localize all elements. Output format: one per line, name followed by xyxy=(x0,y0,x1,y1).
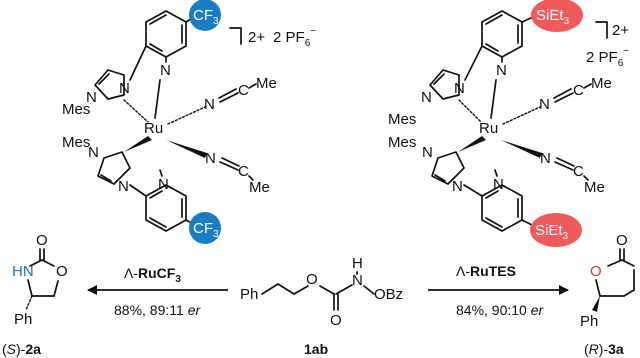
ru-right: Ru xyxy=(479,120,498,137)
n-mecn-bottom: N xyxy=(205,150,216,167)
n-mecn-bottom-right: N xyxy=(540,150,551,167)
n-imid-bottom-left-2: N xyxy=(422,144,433,161)
ru-left: Ru xyxy=(144,120,163,137)
sitet3-label-top: SiEt3 xyxy=(536,7,570,27)
n-imid-top-right: N xyxy=(119,80,130,97)
charge-left: 2+ xyxy=(248,29,265,46)
label-3a: (R)-3a xyxy=(584,341,624,357)
h-substrate: H xyxy=(352,255,363,272)
n-pyridine-bottom-right: N xyxy=(493,176,504,193)
n-mecn-top-right: N xyxy=(539,96,550,113)
right-complex: SiEt3 N N N Mes Ru N C Me N C Me Mes N N xyxy=(388,0,629,247)
cf3-label-top: CF3 xyxy=(193,7,219,27)
c-mecn-top-right: C xyxy=(573,82,584,99)
me-mecn-top: Me xyxy=(256,75,277,92)
n-imid-bottom-left: N xyxy=(88,144,99,161)
n-imid-top-left-2: N xyxy=(421,89,432,106)
sitet3-circle-top xyxy=(531,0,583,32)
n-imid-top-left: N xyxy=(86,89,97,106)
n-pyridine-top-right: N xyxy=(496,62,507,79)
product-right: O O Ph (R)-3a xyxy=(580,232,635,357)
o-top-left: O xyxy=(36,232,48,249)
me-mecn-top-right: Me xyxy=(591,75,612,92)
left-complex: CF3 N N N Mes Ru N C Me N C Me Mes N xyxy=(62,0,316,244)
o-ring-right: O xyxy=(590,263,602,280)
n-substrate: N xyxy=(352,272,363,289)
ph-substrate: Ph xyxy=(240,286,258,303)
yield-left: 88%, 89:11 er xyxy=(114,302,201,318)
c-mecn-top: C xyxy=(238,82,249,99)
counterion-right: 2 PF6− xyxy=(586,46,629,69)
o-ester-substrate: O xyxy=(306,271,318,288)
sitet3-circle-bottom xyxy=(530,213,582,247)
obz-substrate: OBz xyxy=(374,286,403,303)
cf3-circle-top xyxy=(189,0,221,31)
n-imid-top-right-2: N xyxy=(454,80,465,97)
sitet3-label-bottom: SiEt3 xyxy=(535,222,569,242)
o-top-right: O xyxy=(616,232,628,249)
n-pyridine-bottom: N xyxy=(158,176,169,193)
mes-top-left: Mes xyxy=(62,101,90,118)
mes-bottom-left: Mes xyxy=(62,134,90,151)
o-ring-left: O xyxy=(56,263,68,280)
ph-right: Ph xyxy=(580,313,598,330)
o-carbonyl-substrate: O xyxy=(330,312,342,329)
c-mecn-bottom: C xyxy=(238,163,249,180)
n-pyridine-top: N xyxy=(160,62,171,79)
yield-right: 84%, 90:10 er xyxy=(456,302,545,318)
catalyst-right: Λ-RuTES xyxy=(456,263,516,279)
label-1ab: 1ab xyxy=(304,341,328,357)
catalyst-left: Λ-RuCF3 xyxy=(124,265,181,285)
charge-right: 2+ xyxy=(612,22,629,39)
me-mecn-bottom-right: Me xyxy=(584,179,605,196)
mes-top-right: Mes xyxy=(388,111,416,128)
c-mecn-bottom-right: C xyxy=(573,163,584,180)
mes-bottom-right: Mes xyxy=(388,134,416,151)
ph-left: Ph xyxy=(14,311,32,328)
right-arrow-group: Λ-RuTES 84%, 90:10 er xyxy=(428,263,569,318)
substrate-1ab: Ph O O N H OBz 1ab xyxy=(240,255,403,357)
n-mecn-top: N xyxy=(204,96,215,113)
counterion-left: 2 PF6− xyxy=(273,26,316,49)
n-imid-bottom-right: N xyxy=(118,178,129,195)
left-arrow-group: Λ-RuCF3 88%, 89:11 er xyxy=(87,265,228,318)
n-imid-bottom-right-2: N xyxy=(452,178,463,195)
hn-left: HN xyxy=(12,263,34,280)
product-left: O HN O Ph (S)-2a xyxy=(2,232,68,357)
cf3-circle-bottom xyxy=(189,212,221,244)
me-mecn-bottom: Me xyxy=(249,179,270,196)
label-2a: (S)-2a xyxy=(2,341,41,357)
cf3-label-bottom: CF3 xyxy=(193,220,219,240)
